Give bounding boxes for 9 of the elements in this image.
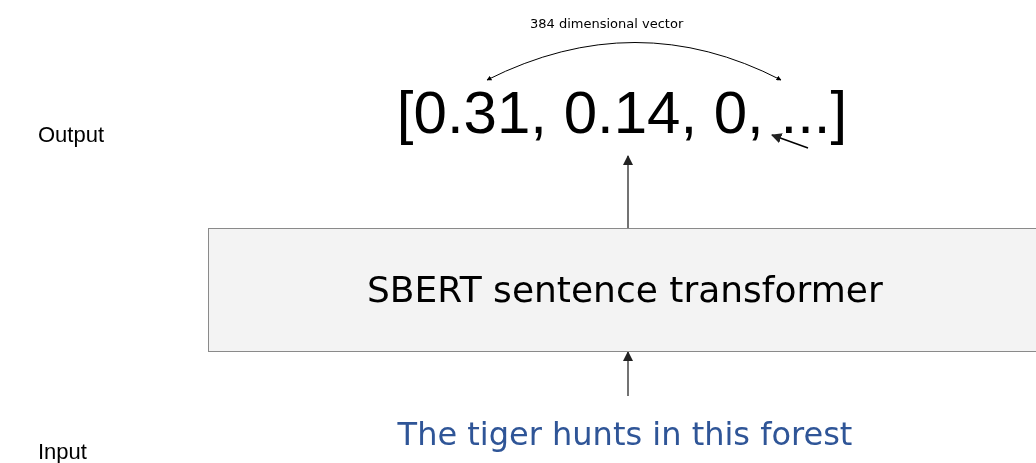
row-label: Output [38,121,105,149]
input-text: The tiger hunts in this forest [360,410,890,458]
process-box: SBERT sentence transformer [208,228,1036,352]
leader-arrow [771,133,809,149]
row-label: Input [38,438,87,463]
arrow [622,154,634,229]
arrow [622,350,634,397]
vector-text: [0.31, 0.14, 0, ...] [322,78,922,148]
dimension-label: 384 dimensional vector [530,15,684,33]
